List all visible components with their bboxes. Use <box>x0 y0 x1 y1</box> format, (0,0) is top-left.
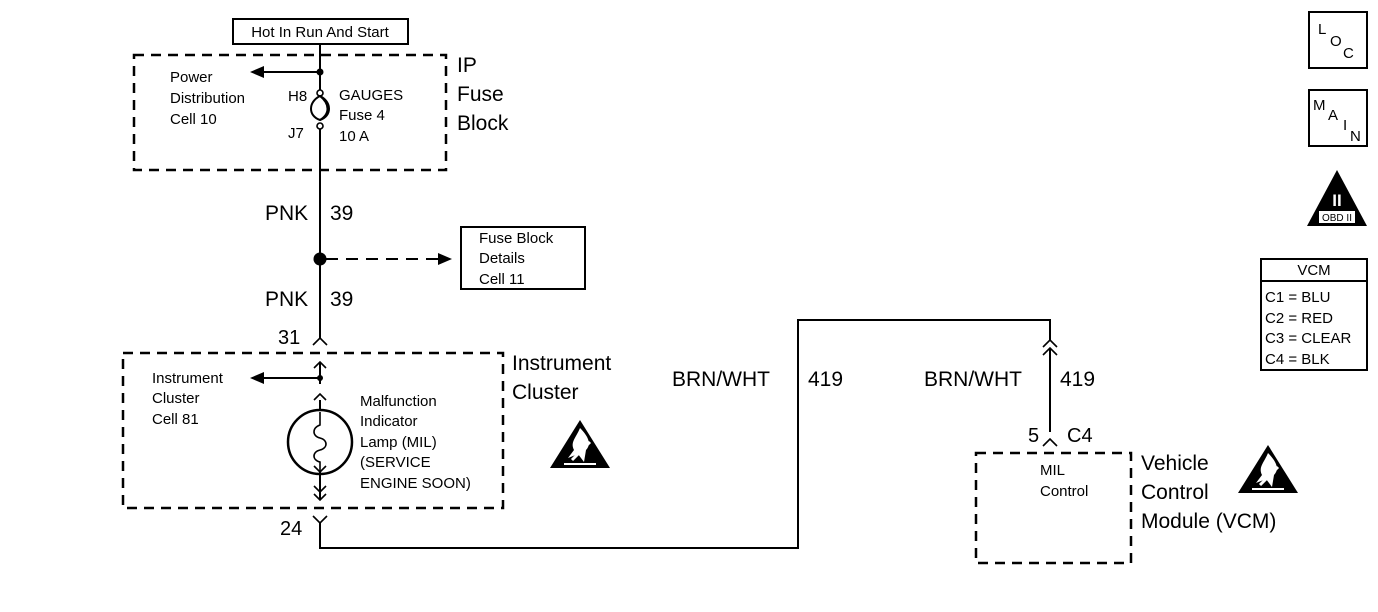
main-letter-m: M <box>1313 97 1326 114</box>
instrument-cluster-outline <box>121 351 505 510</box>
ip-fuse-block-label-2: Fuse <box>457 83 504 106</box>
wire-brn-right-circuit: 419 <box>1060 368 1095 391</box>
wire-brn-left-circuit: 419 <box>808 368 843 391</box>
instrument-cluster-title-1: Instrument <box>512 352 611 375</box>
vcm-legend-title: VCM <box>1297 262 1330 279</box>
power-label: Hot In Run And Start <box>251 24 389 41</box>
cluster-pin-top: 31 <box>278 327 300 349</box>
connector-male-icon <box>312 515 328 525</box>
vcm-title-1: Vehicle <box>1141 452 1209 475</box>
main-letter-a: A <box>1328 107 1338 124</box>
cluster-pin-bottom: 24 <box>280 518 302 540</box>
esd-sensitive-icon <box>548 418 612 470</box>
vcm-legend-row: C2 = RED <box>1265 310 1333 327</box>
mil-lamp-1: Malfunction <box>360 393 437 410</box>
fuse-block-details-3: Cell 11 <box>479 271 525 288</box>
ip-fuse-block-label-1: IP <box>457 54 477 77</box>
mil-lamp-4: (SERVICE <box>360 454 431 471</box>
fuse-block-details-box <box>460 226 586 290</box>
wire-lower-color: PNK <box>265 288 308 311</box>
fuse-block-details-2: Details <box>479 250 525 267</box>
wire-upper-color: PNK <box>265 202 308 225</box>
loc-letter-l: L <box>1318 21 1326 38</box>
vcm-pin: 5 <box>1028 425 1039 447</box>
obd-numeral: II <box>1332 191 1341 210</box>
main-letter-i: I <box>1343 117 1347 134</box>
fuse-bottom-pin: J7 <box>288 125 304 142</box>
arrow-left-icon <box>250 372 264 384</box>
main-symbol <box>1308 89 1368 147</box>
fuse-name: GAUGES <box>339 87 403 104</box>
arrow-left-icon <box>250 66 264 78</box>
fuse-rating: 10 A <box>339 128 369 145</box>
mil-lamp-5: ENGINE SOON) <box>360 475 471 492</box>
mil-lamp-3: Lamp (MIL) <box>360 434 437 451</box>
loc-letter-o: O <box>1330 33 1342 50</box>
cluster-ref-3: Cell 81 <box>152 411 199 428</box>
power-distribution-1: Power <box>170 69 213 86</box>
wire-brn-left-color: BRN/WHT <box>672 368 770 391</box>
vcm-legend-box <box>1260 258 1368 371</box>
connector-female-icon <box>1042 437 1058 447</box>
wire-lower-circuit: 39 <box>330 288 353 311</box>
vcm-outline <box>974 451 1133 565</box>
arrow-right-icon <box>438 253 452 265</box>
vcm-connector: C4 <box>1067 425 1093 447</box>
loc-symbol <box>1308 11 1368 69</box>
circuit-419-wire <box>319 319 1051 549</box>
cluster-ref-1: Instrument <box>152 370 224 387</box>
main-letter-n: N <box>1350 128 1361 145</box>
mil-lamp-2: Indicator <box>360 413 418 430</box>
mil-control-2: Control <box>1040 483 1088 500</box>
fuse-block-details-1: Fuse Block <box>479 230 554 247</box>
wire-brn-right-color: BRN/WHT <box>924 368 1022 391</box>
ip-fuse-block-outline <box>132 53 448 172</box>
ip-fuse-block-label-3: Block <box>457 112 509 135</box>
vcm-title-3: Module (VCM) <box>1141 510 1276 533</box>
vcm-legend-row: C1 = BLU <box>1265 289 1330 306</box>
esd-sensitive-icon <box>1236 443 1300 495</box>
obd-text: OBD II <box>1322 213 1352 224</box>
power-distribution-3: Cell 10 <box>170 111 217 128</box>
vcm-legend-row: C3 = CLEAR <box>1265 330 1351 347</box>
loc-letter-c: C <box>1343 45 1354 62</box>
power-distribution-2: Distribution <box>170 90 245 107</box>
instrument-cluster-title-2: Cluster <box>512 381 579 404</box>
mil-control-1: MIL <box>1040 462 1065 479</box>
cluster-ref-2: Cluster <box>152 390 200 407</box>
vcm-legend-row: C4 = BLK <box>1265 351 1330 368</box>
fuse-number: Fuse 4 <box>339 107 385 124</box>
vcm-title-2: Control <box>1141 481 1209 504</box>
fuse-icon <box>310 94 330 122</box>
fuse-top-pin: H8 <box>288 88 307 105</box>
connector-female-icon <box>312 336 328 346</box>
wire-upper-circuit: 39 <box>330 202 353 225</box>
splice-node <box>313 252 327 266</box>
fuse-pin-bottom <box>316 122 324 130</box>
